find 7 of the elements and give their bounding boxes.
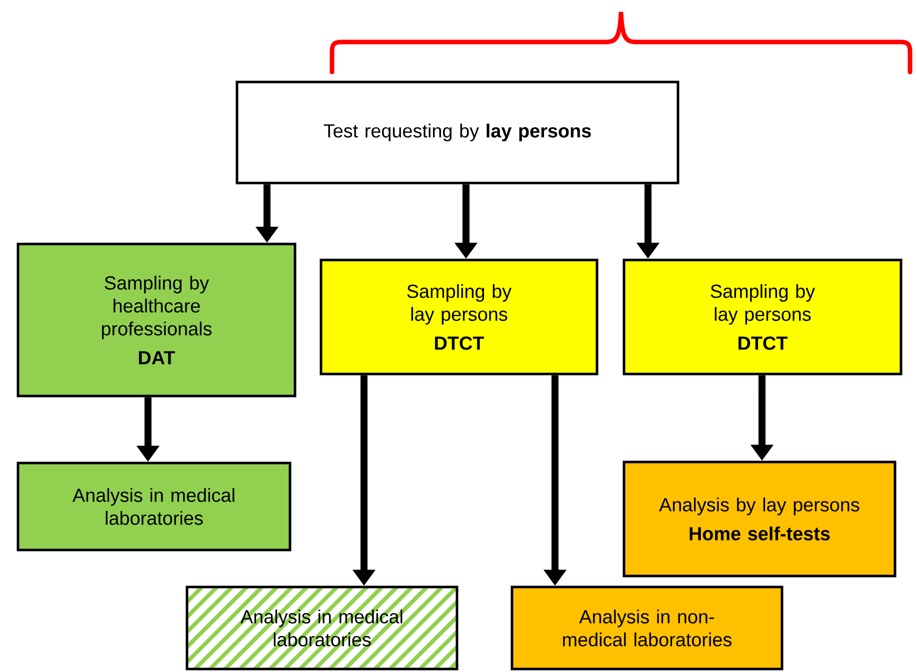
process-box: Analysis in medical laboratories (16, 462, 292, 552)
request-box: Test requesting by lay persons (236, 80, 680, 184)
process-box: Sampling by lay persons DTCT (622, 258, 902, 376)
process-box: Sampling by healthcare professionals DAT (16, 242, 296, 398)
process-box: Analysis by lay persons Home self-tests (622, 460, 896, 578)
process-box: Sampling by lay persons DTCT (320, 258, 598, 376)
process-box: Analysis in non-medical laboratories (510, 586, 784, 670)
